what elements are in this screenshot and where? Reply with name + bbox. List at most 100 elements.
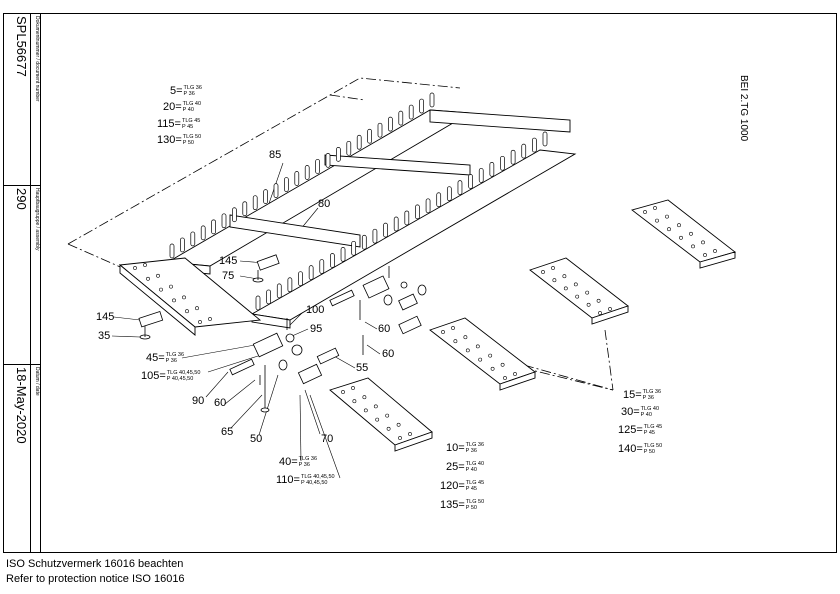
plate-hole [513, 372, 517, 376]
legend-line1: TLG 45 [181, 118, 201, 124]
plate-hole [351, 386, 355, 390]
legend-line2: P 40 [465, 467, 477, 473]
legend-line1: TLG 50 [182, 134, 202, 140]
plate-hole [503, 376, 507, 380]
legend-line2: P 36 [465, 448, 477, 454]
assembly-caption: Hauptbaugruppe / assembly [34, 188, 40, 251]
plate-hole [563, 286, 568, 291]
plate-hole [667, 227, 671, 232]
legend-line2: P 40 [640, 412, 652, 418]
rail-tooth [388, 116, 393, 132]
legend-num: 125= [618, 424, 643, 436]
plate-hole [701, 240, 705, 245]
legend-line2: P 50 [182, 140, 194, 146]
plate-hole [398, 436, 402, 440]
rail-tooth [315, 159, 320, 174]
legend-num: 20= [163, 101, 182, 113]
rail-tooth [419, 98, 424, 114]
rail-tooth [232, 207, 237, 223]
rail-tooth [336, 147, 341, 162]
plate-hole [195, 306, 199, 311]
legend-num: 115= [157, 118, 181, 130]
plate-hole [689, 231, 693, 236]
plate-hole [475, 344, 480, 349]
legend-line2: P 45 [181, 124, 194, 130]
legend-line1: TLG 45 [465, 480, 485, 486]
plate-hole [713, 249, 717, 253]
plate-hole [598, 311, 602, 315]
legend-line1: TLG 36 [183, 85, 202, 91]
plate-hole [655, 218, 659, 223]
callout-65: 65 [221, 426, 234, 438]
rail-tooth [211, 219, 216, 235]
callout-90: 90 [192, 395, 205, 407]
legend-line1: TLG 50 [465, 499, 485, 505]
plate-hole [653, 206, 657, 210]
rail-tooth [308, 265, 314, 280]
plate-hole [453, 339, 458, 344]
rail-tooth [521, 143, 527, 159]
plate-hole [441, 330, 445, 334]
plate-hole [172, 298, 176, 303]
rail-tooth [377, 122, 383, 138]
date-caption: Datum / date [34, 367, 40, 396]
plate-hole [159, 287, 163, 292]
rail-tooth [190, 231, 196, 247]
legend-line2: P 36 [183, 91, 195, 97]
rail-tooth [298, 271, 303, 287]
rail-tooth [446, 186, 452, 202]
rail-tooth [500, 155, 505, 171]
rail-tooth [276, 283, 282, 299]
legend-num: 130= [157, 134, 182, 146]
legend-line1: TLG 40 [182, 101, 202, 107]
plate-hole [463, 335, 468, 340]
plate-hole [465, 348, 470, 353]
rail-tooth [468, 174, 473, 189]
rail-tooth [284, 177, 289, 192]
rail-tooth [398, 110, 404, 126]
plate-hole [643, 210, 647, 214]
rail-tooth [436, 192, 442, 208]
rail-tooth [340, 247, 346, 262]
plate-hole [478, 357, 483, 362]
legend-num: 120= [440, 480, 465, 492]
rail-tooth [319, 259, 325, 274]
legend-line1: TLG 40 [465, 461, 485, 467]
plate-hole [373, 404, 378, 409]
assembly-number: 290 [14, 188, 29, 210]
rail-tooth [372, 228, 378, 244]
plate-hole [169, 284, 173, 289]
legend-line1: TLG 45 [643, 424, 663, 430]
legend-line2: P 50 [465, 505, 477, 511]
legend-line1: TLG 40 [640, 406, 660, 412]
plate-hole [396, 422, 401, 427]
legend-line2: P 36 [642, 395, 654, 401]
legend-num: 135= [440, 499, 465, 511]
callout-60: 60 [382, 348, 395, 360]
callout-95: 95 [310, 323, 323, 335]
callout-85: 85 [269, 149, 282, 161]
plate-hole [156, 273, 160, 278]
plate-hole [585, 290, 590, 295]
legend-line1: TLG 40,45,50 [300, 474, 335, 480]
plate-hole [552, 278, 557, 283]
drawing-title: BEI 2.TG 1000 [738, 75, 749, 142]
plate-hole [677, 223, 681, 228]
rail-tooth [287, 277, 293, 293]
plate-hole [490, 366, 495, 371]
legend-num: 25= [446, 461, 465, 473]
rail-tooth [356, 134, 362, 150]
plate-hole [575, 294, 580, 299]
plate-hole [541, 270, 545, 274]
rail-tooth [542, 131, 548, 147]
plate-hole [451, 326, 455, 330]
plate-hole [608, 307, 612, 311]
